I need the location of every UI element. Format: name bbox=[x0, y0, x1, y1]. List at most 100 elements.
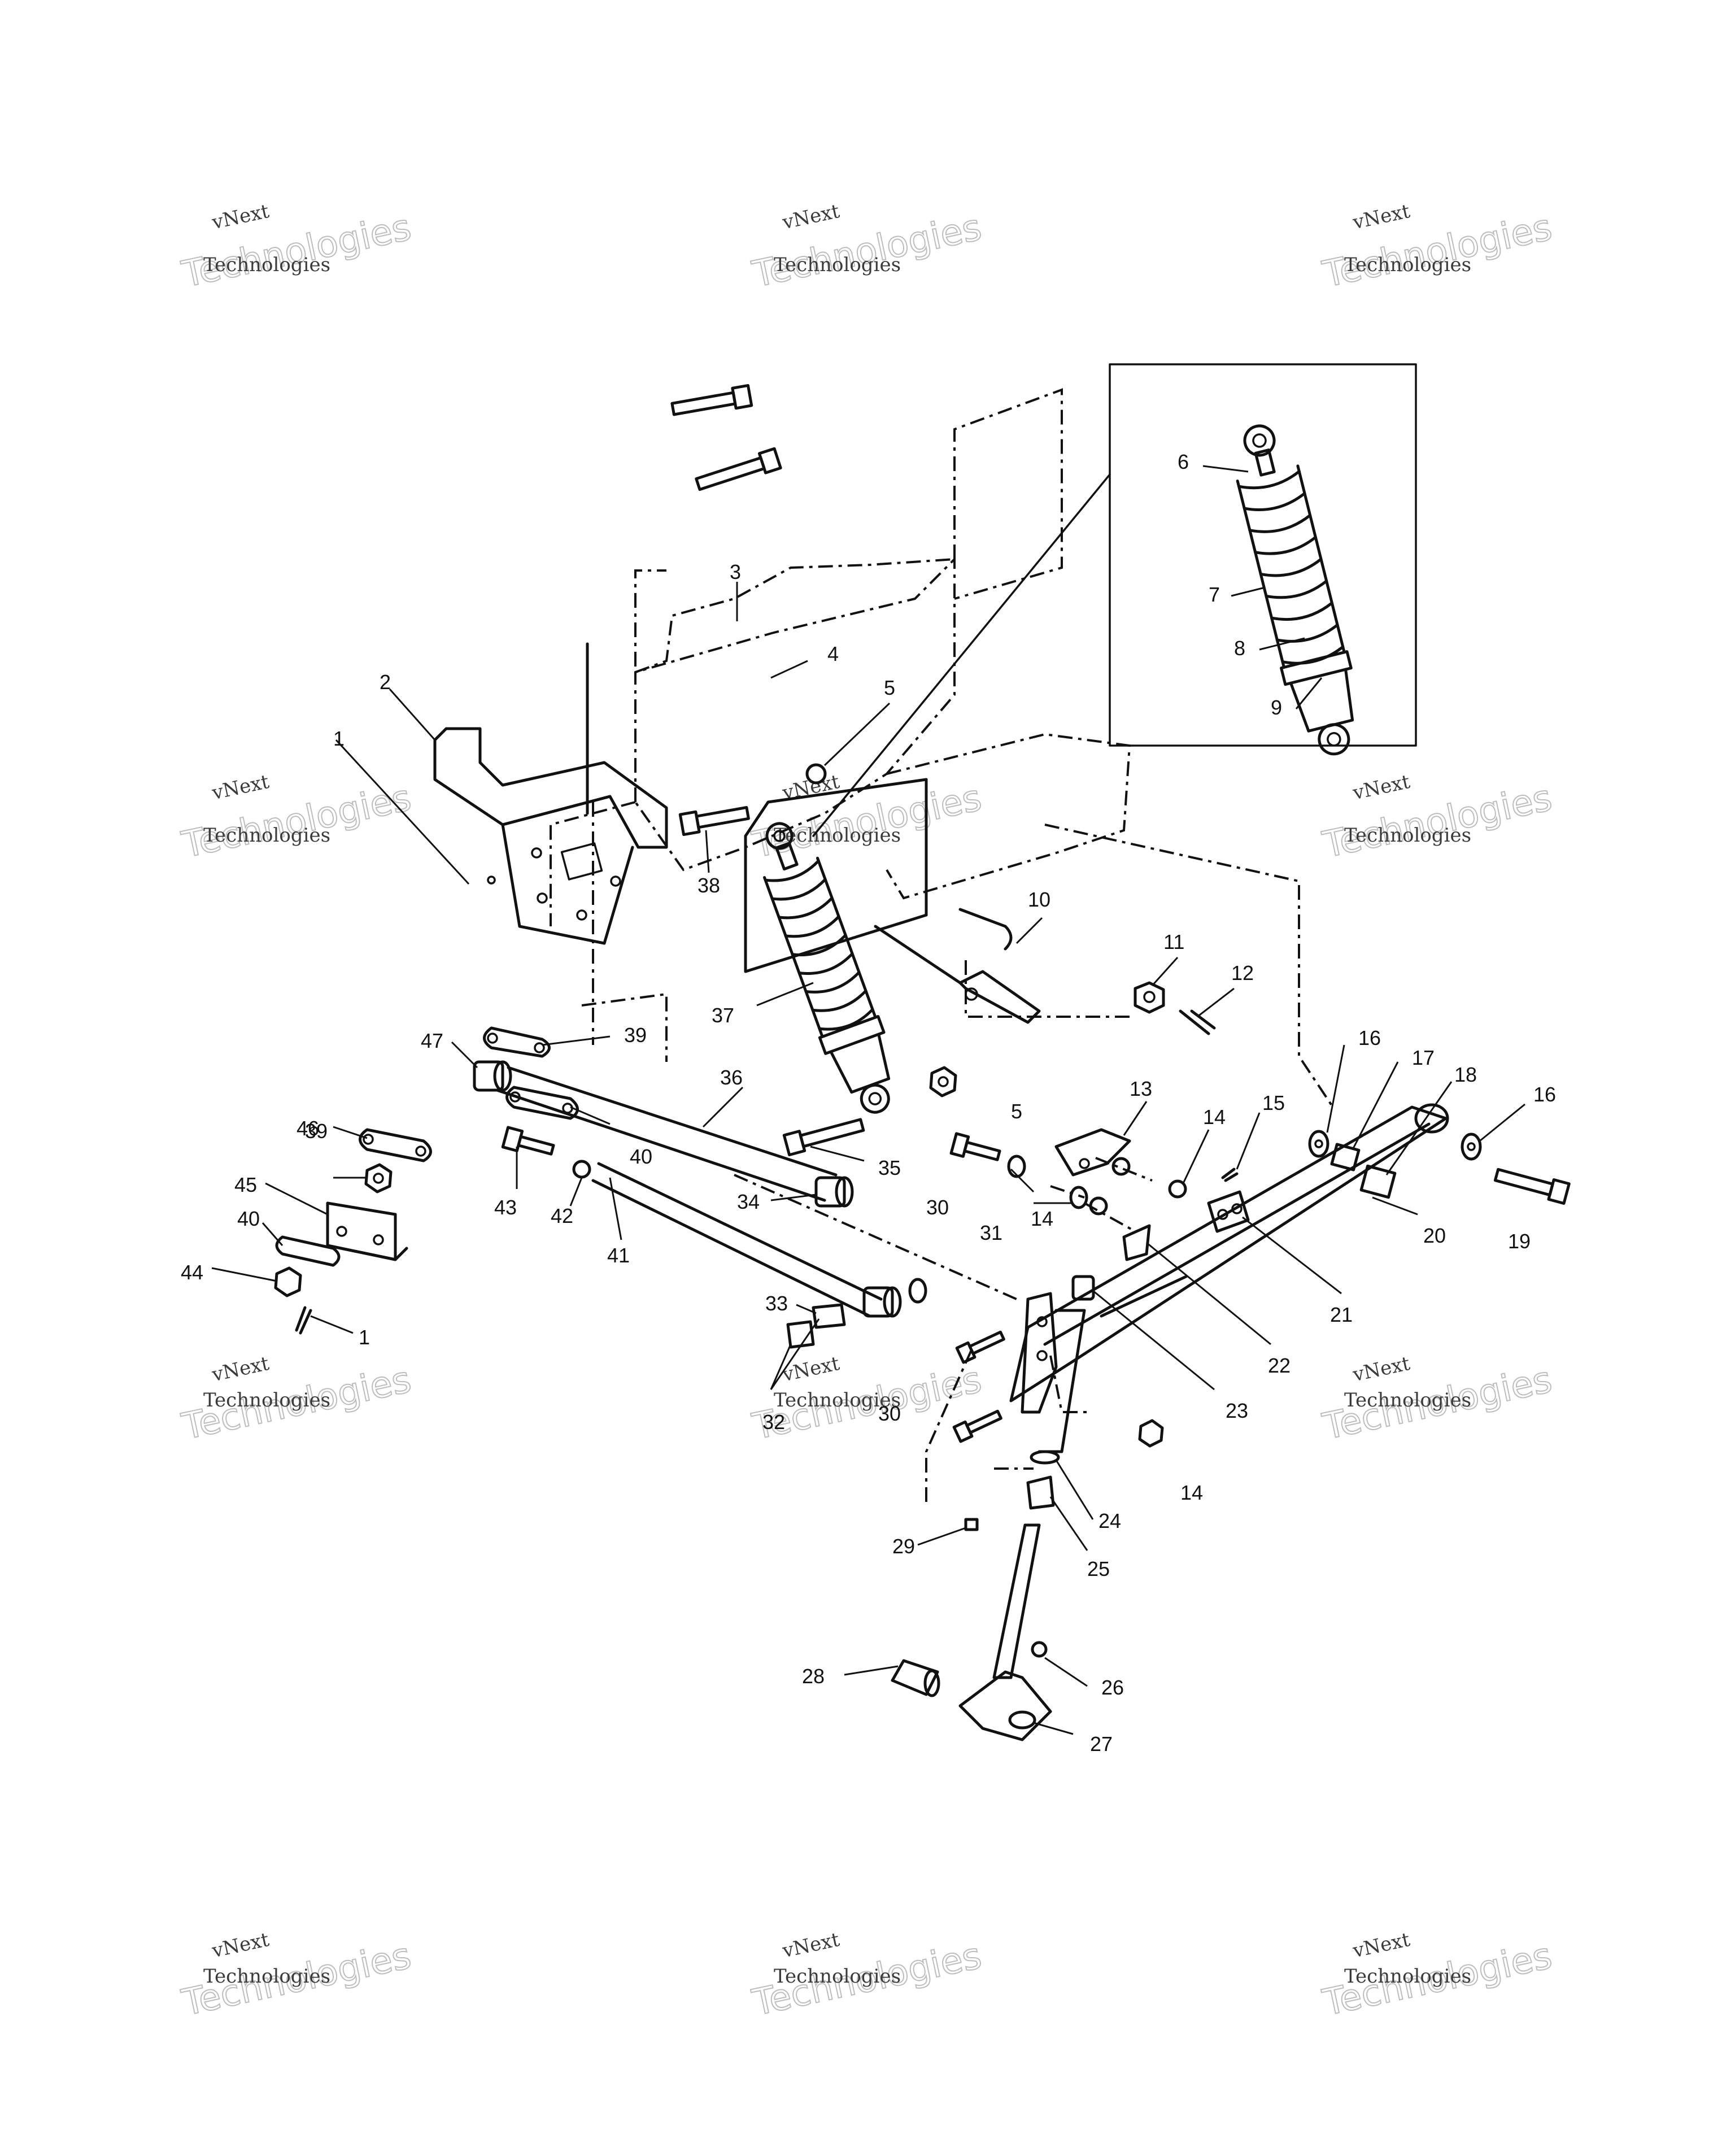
nut-42 bbox=[572, 1160, 591, 1179]
callout-14: 14 bbox=[1180, 1481, 1203, 1504]
bushing-47 bbox=[473, 1060, 512, 1092]
callout-43: 43 bbox=[494, 1196, 517, 1219]
callout-33: 33 bbox=[765, 1292, 788, 1315]
watermark-line2: Technologies bbox=[774, 254, 901, 276]
callout-22: 22 bbox=[1268, 1354, 1291, 1377]
callout-18: 18 bbox=[1454, 1063, 1477, 1086]
callout-14: 14 bbox=[1203, 1105, 1226, 1129]
callout-1: 1 bbox=[333, 727, 345, 750]
nut-46 bbox=[364, 1163, 393, 1194]
callout-3: 3 bbox=[730, 560, 741, 583]
link-plate-39-left bbox=[359, 1128, 432, 1162]
watermark-line2: Technologies bbox=[1344, 824, 1471, 847]
callout-38: 38 bbox=[698, 874, 720, 897]
watermark-line2: Technologies bbox=[1344, 254, 1471, 276]
callout-7: 7 bbox=[1209, 583, 1220, 606]
watermark-line2: Technologies bbox=[774, 1389, 901, 1412]
washer-31-b bbox=[1069, 1186, 1088, 1209]
callout-14: 14 bbox=[1031, 1207, 1053, 1230]
watermark: Technologies vNext bbox=[178, 1352, 416, 1449]
nut-14-c bbox=[1089, 1196, 1108, 1216]
bolt-19 bbox=[1493, 1168, 1571, 1205]
callout-16: 16 bbox=[1358, 1026, 1381, 1049]
callout-37: 37 bbox=[712, 1004, 734, 1027]
watermark-line2: Technologies bbox=[203, 1389, 330, 1412]
watermark-line1: vNext bbox=[210, 200, 271, 234]
bushing-23 bbox=[1071, 1275, 1095, 1301]
bolt-3 bbox=[670, 384, 753, 416]
spindle-housing bbox=[1021, 1292, 1086, 1453]
sleeve-28 bbox=[891, 1659, 940, 1697]
plate-22 bbox=[1122, 1224, 1151, 1261]
watermark-line1: vNext bbox=[780, 1352, 842, 1387]
callout-11: 11 bbox=[1163, 930, 1184, 953]
inset-frame bbox=[1109, 363, 1417, 747]
callout-28: 28 bbox=[802, 1665, 825, 1688]
bolt-4 bbox=[695, 447, 782, 491]
rod-36 bbox=[495, 1066, 854, 1208]
link-plate-39-top bbox=[483, 1026, 551, 1058]
callout-24: 24 bbox=[1098, 1509, 1121, 1532]
watermark-line2: Technologies bbox=[774, 1965, 901, 1988]
callout-6: 6 bbox=[1178, 450, 1189, 473]
callout-25: 25 bbox=[1087, 1557, 1110, 1580]
rod-41 bbox=[591, 1162, 927, 1318]
nut-5-lower bbox=[929, 1066, 957, 1097]
link-plate-40-left bbox=[275, 1235, 341, 1267]
cotter-pin-12 bbox=[1179, 1009, 1216, 1035]
inset-shock-absorber bbox=[1236, 424, 1354, 756]
callout-2: 2 bbox=[380, 670, 391, 694]
bracket-45 bbox=[326, 1201, 408, 1261]
nut-14-d bbox=[1138, 1419, 1164, 1448]
callout-41: 41 bbox=[607, 1244, 630, 1267]
shock-absorber-37 bbox=[763, 822, 891, 1114]
callout-42: 42 bbox=[551, 1204, 573, 1227]
callout-40: 40 bbox=[237, 1207, 260, 1230]
callout-30: 30 bbox=[878, 1402, 901, 1425]
callout-47: 47 bbox=[421, 1029, 443, 1052]
nut-5-top bbox=[805, 763, 827, 785]
ring-24 bbox=[1030, 1450, 1060, 1465]
bolt-43 bbox=[501, 1126, 555, 1156]
mounting-bracket-2 bbox=[433, 727, 668, 945]
callout-12: 12 bbox=[1231, 961, 1254, 985]
bushing-18 bbox=[1359, 1164, 1397, 1199]
bolt-35 bbox=[782, 1118, 865, 1157]
washer-16-right bbox=[1461, 1133, 1482, 1161]
callout-21: 21 bbox=[1330, 1303, 1353, 1326]
callout-36: 36 bbox=[720, 1066, 743, 1089]
washer-31-a bbox=[1007, 1155, 1026, 1178]
watermark: Technologies vNext bbox=[1319, 1352, 1557, 1449]
callout-32: 32 bbox=[762, 1410, 785, 1434]
watermark-line1: vNext bbox=[1350, 1352, 1412, 1387]
nut-14-b bbox=[1168, 1179, 1187, 1199]
callout-10: 10 bbox=[1028, 888, 1050, 911]
chassis-frame bbox=[550, 388, 1334, 1502]
callout-44: 44 bbox=[181, 1261, 203, 1284]
callout-26: 26 bbox=[1101, 1676, 1124, 1699]
callout-39: 39 bbox=[305, 1120, 328, 1143]
watermark-line2: Technologies bbox=[1344, 1389, 1471, 1412]
bolt-30-lower-b bbox=[952, 1409, 1002, 1443]
watermark-line1: vNext bbox=[210, 1928, 271, 1963]
watermark-line1: vNext bbox=[1350, 200, 1412, 234]
callout-34: 34 bbox=[737, 1190, 760, 1213]
watermark-line2: Technologies bbox=[203, 254, 330, 276]
callout-9: 9 bbox=[1271, 696, 1282, 719]
nut-44 bbox=[274, 1266, 302, 1297]
bracket-13 bbox=[1054, 1128, 1131, 1177]
callout-31: 31 bbox=[980, 1221, 1002, 1244]
callout-23: 23 bbox=[1226, 1399, 1248, 1422]
nut-14-a bbox=[1111, 1157, 1131, 1176]
pin-29 bbox=[964, 1518, 979, 1531]
washer-16-left bbox=[1308, 1130, 1329, 1158]
watermark-line2: Technologies bbox=[774, 824, 901, 847]
watermark-line2: Technologies bbox=[203, 824, 330, 847]
watermark: Technologies vNext bbox=[748, 200, 986, 297]
callout-4: 4 bbox=[827, 642, 839, 665]
pin-1-lower bbox=[295, 1306, 312, 1335]
callout-15: 15 bbox=[1262, 1091, 1285, 1114]
callout-17: 17 bbox=[1412, 1046, 1435, 1069]
